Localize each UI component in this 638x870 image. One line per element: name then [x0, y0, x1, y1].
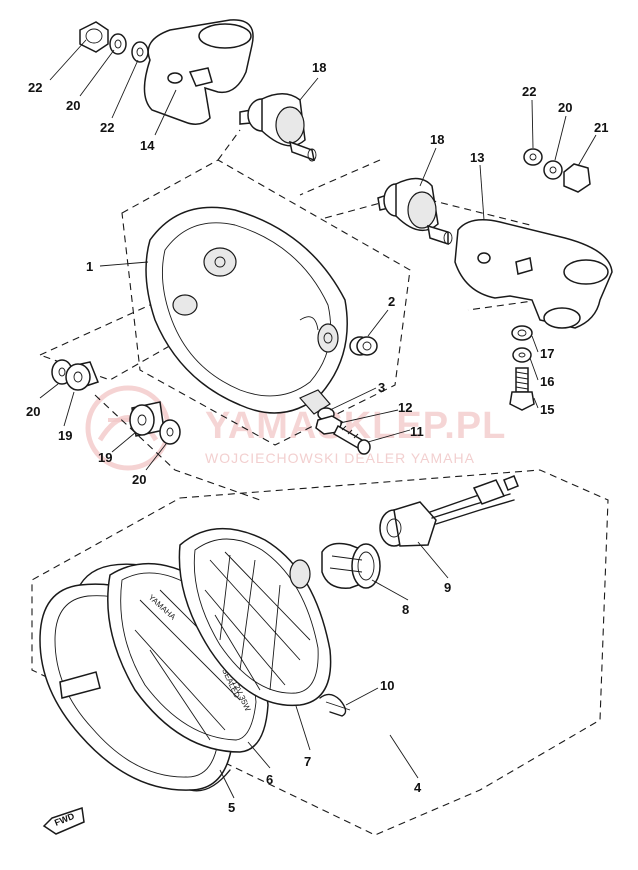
nut-21-right: [563, 163, 591, 193]
label-20a: 20: [66, 98, 80, 113]
label-4: 4: [414, 780, 422, 795]
spacer-19-lower: [129, 401, 165, 437]
label-6: 6: [266, 772, 273, 787]
washer-20-right: [543, 160, 563, 180]
label-15: 15: [540, 402, 554, 417]
label-7: 7: [304, 754, 311, 769]
label-14: 14: [140, 138, 155, 153]
label-19b: 19: [98, 450, 112, 465]
bolt-15: [509, 367, 535, 411]
headlight-housing-1: [145, 206, 348, 415]
label-19a: 19: [58, 428, 72, 443]
label-22b: 22: [522, 84, 536, 99]
washer-20-lower: [159, 419, 181, 445]
bracket-right-13: [454, 219, 613, 329]
washer-16: [512, 347, 532, 363]
label-21a: 22: [28, 80, 42, 95]
grommet-2: [349, 336, 378, 356]
watermark-subtitle: WOJCIECHOWSKI DEALER YAMAHA: [205, 450, 475, 466]
socket-9: [379, 475, 519, 547]
leader-lines: [39, 39, 597, 799]
label-9: 9: [444, 580, 451, 595]
label-5: 5: [228, 800, 235, 815]
washer-22-right: [523, 148, 543, 166]
callout-labels: 22 20 22 14 18 18 13 22 20 21 1 2 3 12 1…: [26, 60, 608, 815]
label-8: 8: [402, 602, 409, 617]
screw-11: [333, 424, 371, 455]
label-17: 17: [540, 346, 554, 361]
label-13: 13: [470, 150, 484, 165]
label-3: 3: [378, 380, 385, 395]
reflector-7: [178, 528, 332, 707]
bracket-left-14: [143, 19, 254, 125]
label-2: 2: [388, 294, 395, 309]
label-18a: 18: [312, 60, 326, 75]
label-10: 10: [380, 678, 394, 693]
nut-21-top-left: [79, 21, 109, 53]
label-20-lower: 20: [132, 472, 146, 487]
bulb-8: [321, 542, 381, 589]
damper-18-right: [377, 177, 453, 246]
label-16: 16: [540, 374, 554, 389]
spacer-19-left: [65, 361, 99, 391]
washer-20-top-left: [109, 33, 127, 55]
label-22a: 22: [100, 120, 114, 135]
label-20c: 20: [26, 404, 40, 419]
label-12: 12: [398, 400, 412, 415]
label-18b: 18: [430, 132, 444, 147]
label-20b: 20: [558, 100, 572, 115]
assembly-boundaries: [31, 129, 609, 836]
spring-clip-10: [319, 693, 351, 717]
damper-18-top: [239, 93, 317, 162]
fwd-arrow-icon: FWD: [42, 807, 85, 835]
washer-22-top-left: [131, 41, 149, 63]
label-21b: 21: [594, 120, 608, 135]
label-1: 1: [86, 259, 93, 274]
washer-17: [511, 325, 533, 341]
label-11: 11: [410, 424, 424, 439]
